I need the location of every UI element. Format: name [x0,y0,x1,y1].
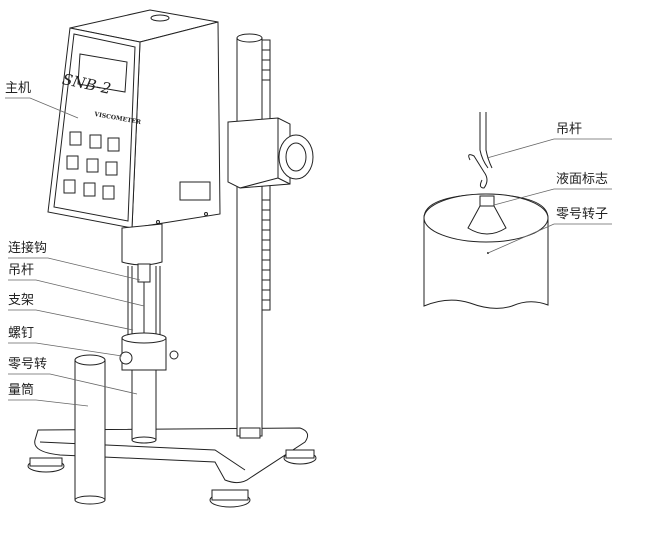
knob-icon [278,134,314,180]
left-leaders [5,97,145,407]
label-bracket: 支架 [8,293,35,308]
keypad [63,131,120,200]
label-detail-hanging-rod: 吊杆 [556,122,583,137]
screw-icon [119,351,133,365]
label-connecting-hook: 连接钩 [8,241,48,256]
label-main-unit: 主机 [5,81,32,96]
lcd-display [77,53,128,93]
clamp [227,117,314,189]
label-liquid-level-mark: 液面标志 [556,172,609,187]
label-measuring-cylinder: 量筒 [8,383,35,398]
graduated-cylinder [74,354,106,505]
main-unit [47,9,221,229]
label-zero-rotor: 零号转 [8,357,48,372]
label-screw: 螺钉 [8,326,35,341]
rotor-detail [423,112,612,309]
spindle-assembly [119,223,179,444]
support-column [236,33,271,439]
base [27,427,317,508]
label-hanging-rod: 吊杆 [8,263,35,278]
label-detail-zero-rotor: 零号转子 [556,207,609,222]
